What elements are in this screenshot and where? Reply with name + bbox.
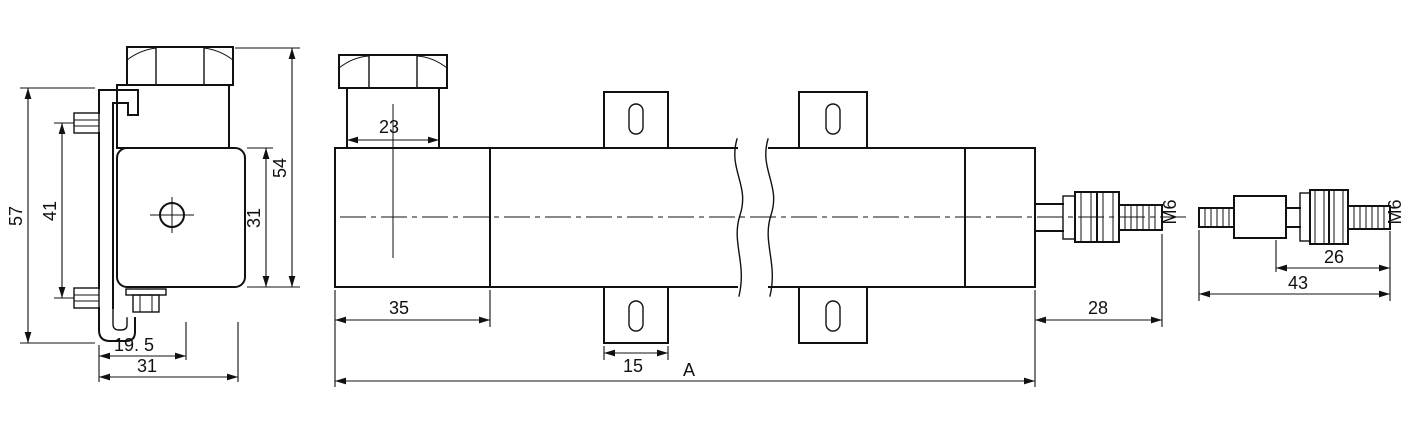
dim-label-offset: 19. 5 — [114, 335, 154, 355]
slot-hole — [628, 300, 644, 332]
washer — [1062, 195, 1076, 240]
clamp-bolt — [125, 288, 167, 313]
slot-hole — [825, 300, 841, 332]
dimension-23: 23 — [347, 117, 439, 144]
dimension-57: 57 — [6, 87, 95, 344]
break-line — [765, 138, 775, 297]
washer — [1299, 192, 1311, 242]
dimension-19-5: 19. 5 — [98, 322, 187, 382]
dimension-31-body: 31 — [244, 147, 273, 287]
mounting-foot — [798, 286, 868, 344]
dim-label-head-length: 35 — [389, 298, 409, 318]
mounting-foot — [603, 91, 669, 149]
mounting-bracket — [73, 89, 167, 342]
bracket-screw-top — [73, 112, 100, 134]
dimension-A: A — [335, 290, 1036, 387]
thread-ticks — [1124, 206, 1156, 229]
thread-label-m6: M6 — [1160, 199, 1180, 224]
mounting-foot — [798, 91, 868, 149]
sensor-body — [116, 147, 246, 288]
front-view: 23 35 15 A 28 M6 — [334, 54, 1186, 387]
dimension-43: 43 — [1198, 230, 1391, 301]
bracket-screw-bottom — [73, 287, 100, 309]
dimension-15: 15 — [603, 346, 669, 376]
lock-nut — [1309, 189, 1330, 245]
dimension-26: 26 — [1275, 231, 1391, 272]
bushing-block — [116, 84, 230, 149]
dim-label-body-height: 31 — [244, 208, 264, 228]
thread-ticks — [1204, 209, 1230, 226]
cylinder-body — [489, 138, 1036, 297]
dim-label-total-length: 43 — [1288, 273, 1308, 293]
piston-rod — [1034, 191, 1163, 243]
dim-label-hole-spacing: 41 — [40, 201, 60, 221]
mounting-foot — [603, 286, 669, 344]
coupler-body — [1233, 195, 1287, 239]
hex-nut-icon — [126, 46, 234, 86]
dimension-28: 28 — [1035, 234, 1163, 327]
dimension-31-width: 31 — [99, 322, 239, 382]
dimension-35: 35 — [334, 290, 491, 387]
dimension-54: 54 — [235, 47, 300, 288]
dim-label-foot-width: 15 — [623, 356, 643, 376]
dim-label-height-with-nut: 54 — [270, 158, 290, 178]
dim-label-bush-width: 23 — [379, 117, 399, 137]
dimension-41: 41 — [40, 122, 74, 299]
thread-label-m6: M6 — [1385, 199, 1405, 224]
rod-end-fitting — [1198, 189, 1391, 245]
lock-nut — [1328, 189, 1349, 245]
mounting-feet — [603, 91, 868, 344]
dim-label-thread-length: 26 — [1324, 247, 1344, 267]
dim-label-rod-extension: 28 — [1088, 298, 1108, 318]
break-line — [734, 138, 744, 297]
dim-label-width: 31 — [137, 356, 157, 376]
slot-hole — [825, 103, 841, 135]
slot-hole — [628, 103, 644, 135]
rod-detail-view: 26 43 M6 — [1198, 189, 1405, 301]
side-view: 57 41 54 31 19. 5 — [6, 46, 300, 382]
dim-label-total-height: 57 — [6, 206, 26, 226]
hex-nut-icon — [338, 54, 448, 89]
dim-label-body-length: A — [683, 360, 695, 380]
head-block — [334, 147, 491, 288]
lock-nut — [1096, 191, 1120, 243]
thread-ticks — [1353, 207, 1385, 228]
